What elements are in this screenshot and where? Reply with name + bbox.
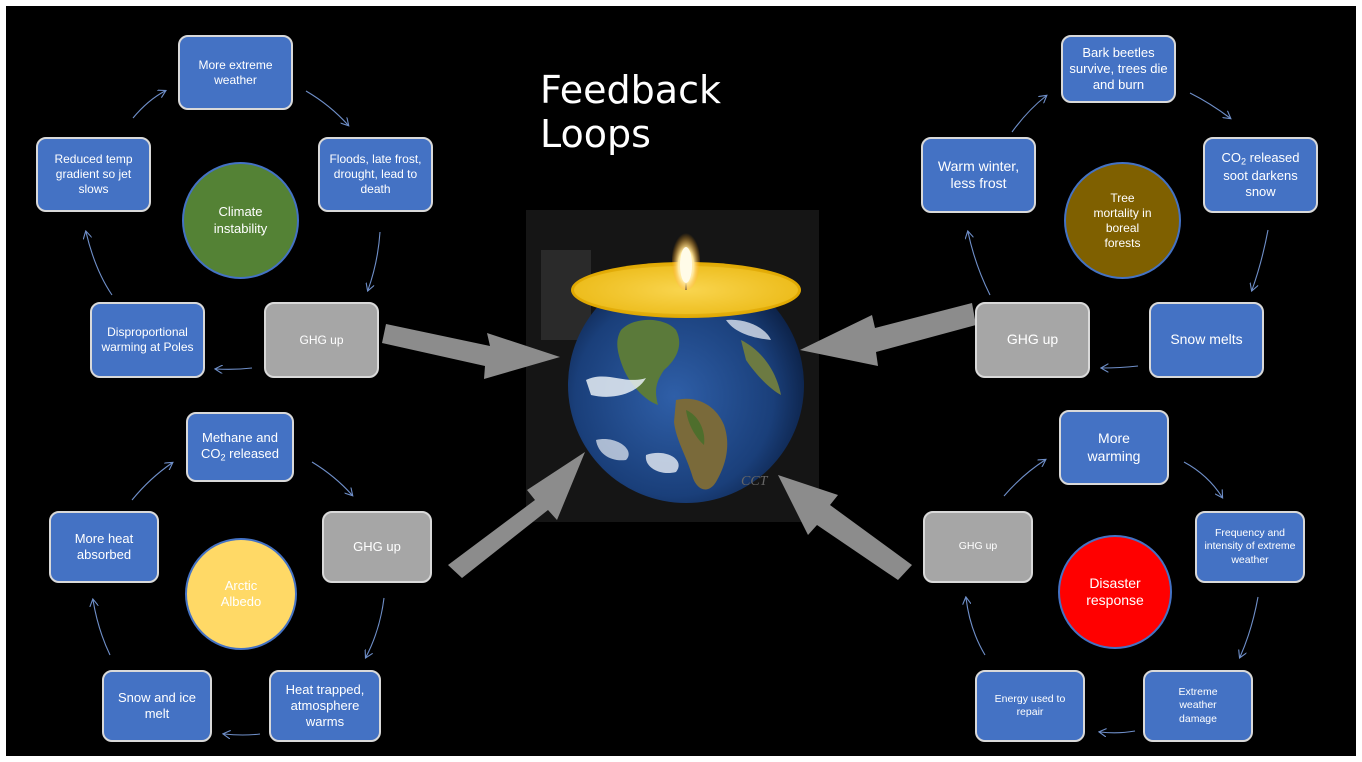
node-reduced-temp-gradient: Reduced temp gradient so jet slows [36, 137, 151, 212]
node-more-warming: More warming [1059, 410, 1169, 485]
node-frequency-intensity: Frequency and intensity of extreme weath… [1195, 511, 1305, 583]
watermark-text: CCT [741, 474, 769, 489]
node-snow-melts: Snow melts [1149, 302, 1264, 378]
slide-title: Feedback Loops [540, 68, 721, 156]
node-disproportional-warming: Disproportional warming at Poles [90, 302, 205, 378]
node-methane-co2-released: Methane and CO2 released [186, 412, 294, 482]
circle-disaster-response: Disaster response [1058, 535, 1172, 649]
node-bark-beetles: Bark beetles survive, trees die and burn [1061, 35, 1176, 103]
co2-soot-label: CO2 released soot darkens snow [1221, 149, 1300, 200]
node-extreme-weather-damage: Extreme weather damage [1143, 670, 1253, 742]
big-arrow-bottom-left [448, 452, 585, 578]
circle-climate-instability: Climate instability [182, 162, 299, 279]
node-ghg-up-top-left: GHG up [264, 302, 379, 378]
node-heat-trapped: Heat trapped, atmosphere warms [269, 670, 381, 742]
node-more-heat-absorbed: More heat absorbed [49, 511, 159, 583]
circle-tree-mortality: Tree mortality in boreal forests [1064, 162, 1181, 279]
node-ghg-up-top-right: GHG up [975, 302, 1090, 378]
big-arrow-top-left [382, 324, 560, 379]
methane-co2-label: Methane and CO2 released [200, 429, 280, 463]
big-arrow-bottom-right [778, 475, 912, 580]
big-arrow-top-right [800, 303, 976, 366]
node-more-extreme-weather: More extreme weather [178, 35, 293, 110]
node-co2-soot-snow: CO2 released soot darkens snow [1203, 137, 1318, 213]
node-warm-winter: Warm winter, less frost [921, 137, 1036, 213]
node-floods-frost-drought: Floods, late frost, drought, lead to dea… [318, 137, 433, 212]
node-ghg-up-bottom-left: GHG up [322, 511, 432, 583]
node-snow-ice-melt: Snow and ice melt [102, 670, 212, 742]
circle-arctic-albedo: Arctic Albedo [185, 538, 297, 650]
node-ghg-up-bottom-right: GHG up [923, 511, 1033, 583]
node-energy-used-repair: Energy used to repair [975, 670, 1085, 742]
